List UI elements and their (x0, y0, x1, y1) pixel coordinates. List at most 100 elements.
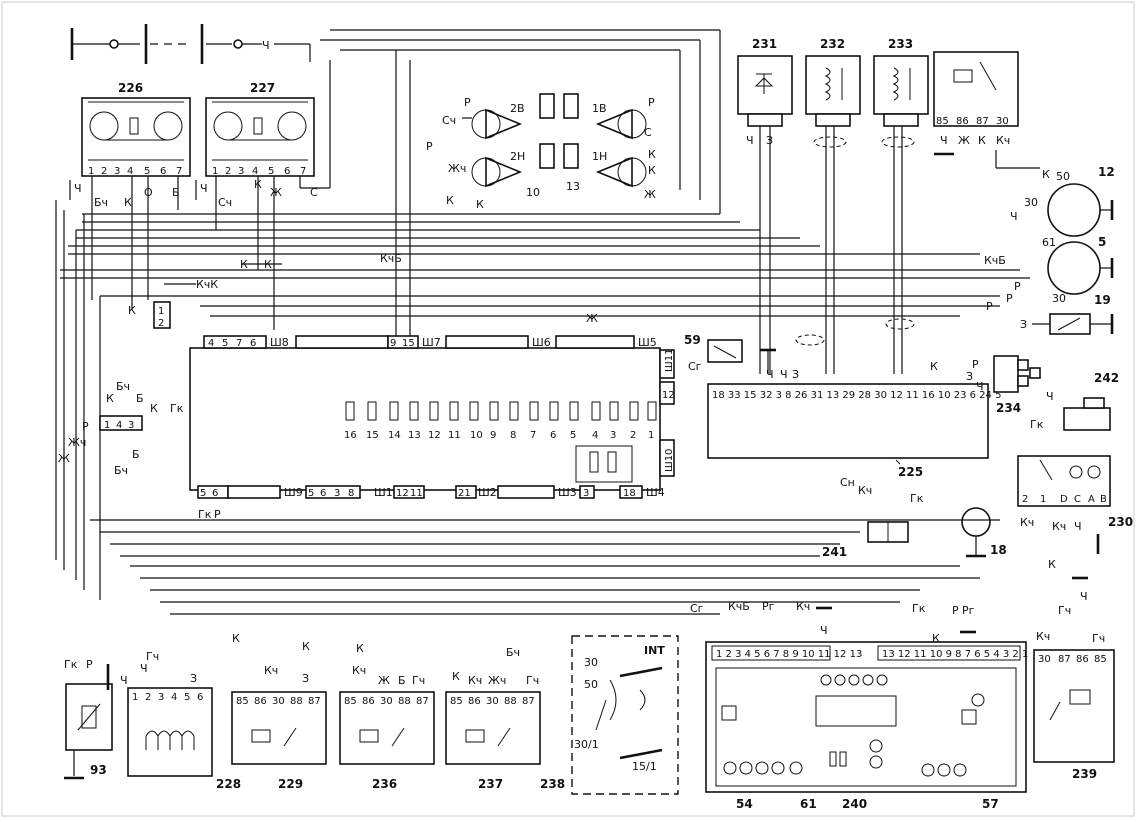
pin-row: 18 33 15 32 3 8 26 31 13 29 28 30 12 11 … (712, 390, 1001, 401)
pin: B (1100, 494, 1107, 505)
switch-238: INT 30 50 30/1 15/1 238 (540, 635, 679, 795)
pin: D (1060, 494, 1068, 505)
wire-label: Сч (218, 196, 232, 209)
component-228: Ч Ч Гч З 1 2 3 4 5 6 228 (106, 650, 241, 791)
component-label: 231 (752, 37, 777, 51)
pin: 5 (200, 488, 206, 499)
lamp-label: 1Н (592, 150, 607, 163)
wire-label: К (232, 632, 240, 645)
pin: 85 (236, 696, 249, 707)
connector-label: Ш2 (478, 486, 497, 499)
wire-label: Ж (58, 452, 70, 465)
wire-label: С (310, 186, 318, 199)
pin: 2 (1022, 494, 1028, 505)
pin: 88 (290, 696, 303, 707)
wire-label: Кч (1020, 516, 1034, 529)
pin: 12 (396, 488, 409, 499)
lamp-label: 2Н (510, 150, 525, 163)
wire-label: Б (398, 674, 406, 687)
wire-label: К (978, 134, 986, 147)
switch-terminal: 50 (584, 678, 598, 691)
wire-label: Р (214, 508, 221, 521)
pin: 6 (284, 166, 290, 177)
wire-label: Кч (796, 600, 810, 613)
pin-row: 1 2 3 4 5 6 7 8 9 10 11 12 13 (716, 649, 862, 660)
pin: 30 (486, 696, 499, 707)
component-label: 19 (1094, 293, 1111, 307)
component-label: 18 (990, 543, 1007, 557)
wire-label: КчБ (984, 254, 1006, 267)
component-label: 230 (1108, 515, 1133, 529)
wire-label: Ч (120, 674, 128, 687)
wire-label: К (254, 178, 262, 191)
wire-label: Кч (858, 484, 872, 497)
pin: 5 (184, 692, 190, 703)
connector-label: Ш11 (664, 349, 675, 372)
motor-12: К 50 12 30 Ч (1010, 165, 1115, 237)
wire-label: К (1042, 168, 1050, 181)
lamps-group: 2В Р Сч 2Н Жч К 10 13 1В Р С 1Н К К Ж Р … (426, 93, 656, 211)
fuse-number: 4 (592, 430, 598, 441)
pin: 88 (398, 696, 411, 707)
pin: 3 (128, 420, 134, 431)
wire-label: Ж (586, 312, 598, 325)
wire-label: Кч (1036, 630, 1050, 643)
battery-symbol: Ч (70, 24, 311, 64)
wire-label: Ч (1010, 210, 1018, 223)
wire-label: Кч (352, 664, 366, 677)
component-label: 59 (684, 333, 701, 347)
wire-label: Сн (840, 476, 855, 489)
pin: 85 (344, 696, 357, 707)
component-label: 93 (90, 763, 107, 777)
pin: 87 (308, 696, 321, 707)
pin: 1 (88, 166, 94, 177)
wire-label: С (644, 126, 652, 139)
component-label: 240 (842, 797, 867, 811)
wire-label: Р (972, 358, 979, 371)
wire-label: Ч (976, 380, 984, 393)
wire-label: Б (132, 448, 140, 461)
pin: 85 (450, 696, 463, 707)
component-242: 242 Ч Гк (1030, 371, 1119, 431)
wire-label: К (128, 304, 136, 317)
fuse-number: 12 (428, 430, 441, 441)
pin: 88 (504, 696, 517, 707)
motor-5: 61 5 КчБ Р Р 30 (984, 235, 1114, 305)
relay-237: К Кч Жч Гч 85 86 30 88 87 237 (445, 670, 541, 791)
wire-label: Бч (114, 464, 128, 477)
wire-label: К (648, 164, 656, 177)
component-label: 5 (1098, 235, 1106, 249)
component-234: Р Ч 234 (972, 355, 1041, 415)
pin: 1 (132, 692, 138, 703)
fuse-number: 9 (490, 430, 496, 441)
switch-terminal: 15/1 (632, 760, 657, 773)
wire-label: К (476, 198, 484, 211)
connector-143: 1 4 3 Бч К Б К Гк Р Жч Ж Б Бч Гк Р (58, 380, 221, 521)
wire-label: К (932, 632, 940, 645)
wire-label: Ч (746, 134, 754, 147)
pin: 11 (410, 488, 423, 499)
wire-label: Б (136, 392, 144, 405)
pin: 50 (1056, 170, 1070, 183)
pin: 3 (583, 488, 589, 499)
wire-label: Ч (820, 624, 828, 637)
relay-236: Кч Ж Б Гч 85 86 30 88 87 236 (339, 664, 435, 791)
wire-label: К (452, 670, 460, 683)
wire-label: Кч (264, 664, 278, 677)
component-230: 2 1 D C A B 230 Кч Кч Ч (1017, 455, 1133, 554)
wire-label: З (190, 672, 197, 685)
pin: 18 (623, 488, 636, 499)
wire-label: КчК (196, 278, 218, 291)
pin: 30 (1024, 196, 1038, 209)
wire-label: Р (952, 604, 959, 617)
wire-label: Рг (762, 600, 775, 613)
pin: 85 (936, 116, 949, 127)
wire-label: Ч (940, 134, 948, 147)
wire-label: Ж (270, 186, 282, 199)
pin: 6 (320, 488, 326, 499)
component-232: 232 (805, 37, 861, 148)
bottom-wire-bundle: К К К Бч Сг КчБ Рг Кч Гк Р Рг К Гч Ч (90, 519, 1088, 659)
wire-label: КчБ (728, 600, 750, 613)
component-label: 57 (982, 797, 999, 811)
connector-label: Ш3 (558, 486, 577, 499)
